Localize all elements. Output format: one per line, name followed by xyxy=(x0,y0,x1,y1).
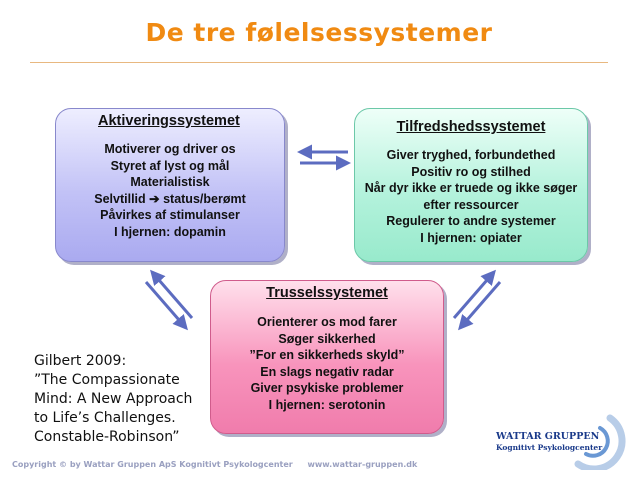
tilfredshed-line: Når dyr ikke er truede og ikke søger xyxy=(364,181,578,195)
citation-line: ”The Compassionate xyxy=(34,372,180,388)
slide-title: De tre følelsessystemer xyxy=(145,18,493,47)
title-divider xyxy=(30,62,608,63)
trussel-line: En slags negativ radar xyxy=(260,364,394,379)
arrow-pair-top xyxy=(297,144,351,171)
aktivering-line: Påvirkes af stimulanser xyxy=(100,208,240,222)
citation-line: Mind: A New Approach xyxy=(34,391,193,407)
trussel-line: Orienterer os mod farer xyxy=(257,315,397,329)
aktivering-line: Motiverer og driver os xyxy=(104,142,236,156)
wattar-gruppen-logo: WATTAR GRUPPEN Kognitivt Psykologcenter xyxy=(482,410,632,470)
citation-line: Constable-Robinson” xyxy=(34,429,180,445)
citation: Gilbert 2009: ”The Compassionate Mind: A… xyxy=(34,352,192,447)
logo-name: WATTAR GRUPPEN xyxy=(496,431,600,442)
tilfredshedssystemet-heading: Tilfredshedssystemet xyxy=(396,119,546,135)
aktiveringssystemet-box: Aktiveringssystemet Motiverer og driver … xyxy=(55,108,285,262)
trusselssystemet-heading: Trusselssystemet xyxy=(266,285,388,301)
trussel-line: ”For en sikkerheds skyld” xyxy=(249,348,405,362)
footer-url[interactable]: www.wattar-gruppen.dk xyxy=(307,460,418,469)
tilfredshed-line: Giver tryghed, forbundethed xyxy=(386,148,556,162)
aktivering-line: Selvtillid ➔ status/berømt xyxy=(94,191,246,206)
trusselssystemet-box: Trusselssystemet Orienterer os mod farer… xyxy=(210,280,444,434)
tilfredshed-line: efter ressourcer xyxy=(423,197,519,212)
trussel-line: Søger sikkerhed xyxy=(278,331,376,346)
logo-subtitle: Kognitivt Psykologcenter xyxy=(496,443,603,452)
tilfredshed-line: I hjernen: opiater xyxy=(420,230,522,245)
footer-copyright: Copyright © by Wattar Gruppen ApS Kognit… xyxy=(12,460,293,469)
aktivering-line: I hjernen: dopamin xyxy=(114,224,226,239)
aktivering-line: Materialistisk xyxy=(130,175,210,189)
tilfredshed-line: Regulerer to andre systemer xyxy=(386,214,556,228)
arrow-pair-right xyxy=(452,269,502,331)
aktivering-line: Styret af lyst og mål xyxy=(110,158,230,173)
tilfredshedssystemet-box: Tilfredshedssystemet Giver tryghed, forb… xyxy=(354,108,588,262)
citation-line: to Life’s Challenges. xyxy=(34,410,176,426)
citation-line: Gilbert 2009: xyxy=(34,353,127,369)
trussel-line: Giver psykiske problemer xyxy=(250,381,404,395)
logo-swoosh-icon xyxy=(574,414,626,470)
trussel-line: I hjernen: serotonin xyxy=(268,397,386,412)
aktiveringssystemet-heading: Aktiveringssystemet xyxy=(98,113,240,129)
footer: Copyright © by Wattar Gruppen ApS Kognit… xyxy=(12,460,429,469)
tilfredshed-line: Positiv ro og stilhed xyxy=(411,164,531,179)
arrow-pair-left xyxy=(144,269,194,331)
